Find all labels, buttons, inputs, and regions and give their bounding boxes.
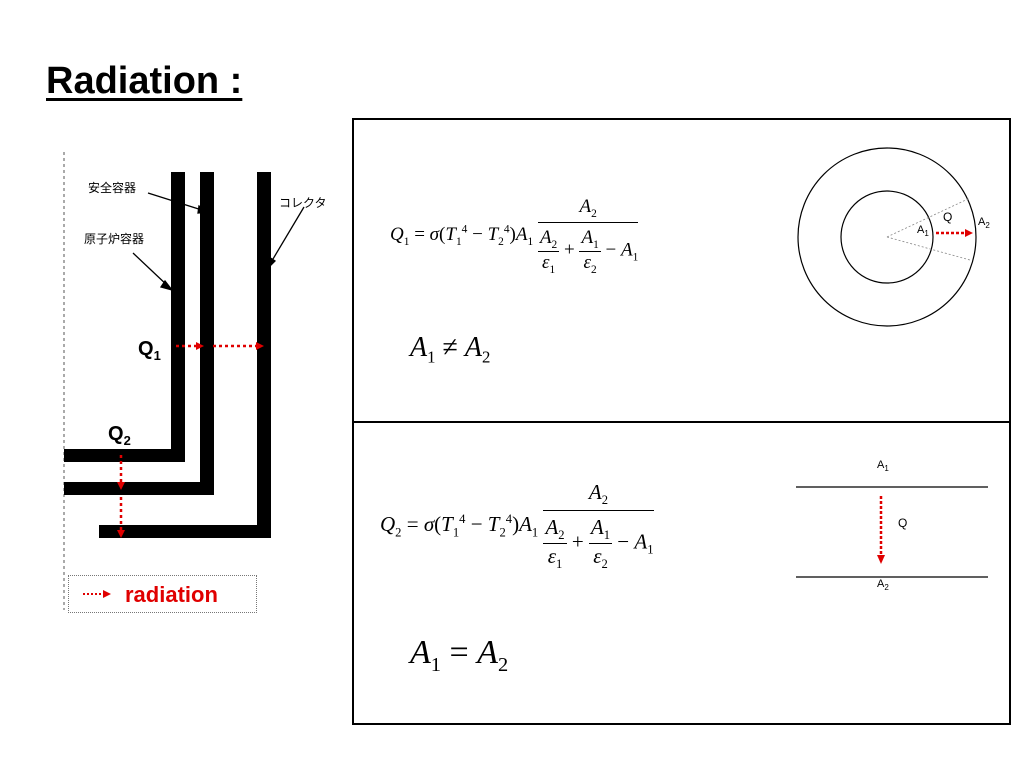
concentric-cylinders-figure [797, 147, 977, 327]
relation-unequal: A1 ≠ A2 [410, 332, 491, 367]
q2-label: Q2 [108, 423, 131, 448]
containment-label: 安全容器 [88, 181, 137, 195]
top-fig-q-label: Q [943, 210, 953, 224]
page-title: Radiation : [46, 60, 243, 102]
vessel-schematic [63, 152, 305, 610]
bottom-fig-a2-label: A2 [877, 578, 889, 593]
top-fig-a1-label: A1 [917, 224, 929, 239]
reactor-vessel-label: 原子炉容器 [84, 232, 145, 246]
outer-circle [797, 147, 977, 327]
containment-wall [64, 172, 214, 495]
reactor-vessel-wall [64, 172, 185, 462]
radiation-arrow-q2 [117, 455, 125, 538]
parallel-plates-figure [796, 486, 988, 578]
legend: radiation [68, 575, 257, 613]
inner-circle [840, 190, 934, 284]
bottom-fig-a1-label: A1 [877, 459, 889, 474]
bottom-fig-q-label: Q [898, 516, 908, 530]
radiation-arrow-q1 [176, 342, 264, 350]
top-fig-a2-label: A2 [978, 216, 990, 231]
legend-label: radiation [125, 582, 218, 607]
q1-label: Q1 [138, 338, 161, 363]
label-pointers [132, 192, 305, 292]
box-divider [352, 421, 1011, 423]
relation-equal: A1 = A2 [410, 634, 509, 676]
collector-wall [99, 172, 271, 538]
radiation-arrow-icon [83, 590, 111, 598]
collector-label: コレクタ [279, 196, 327, 210]
